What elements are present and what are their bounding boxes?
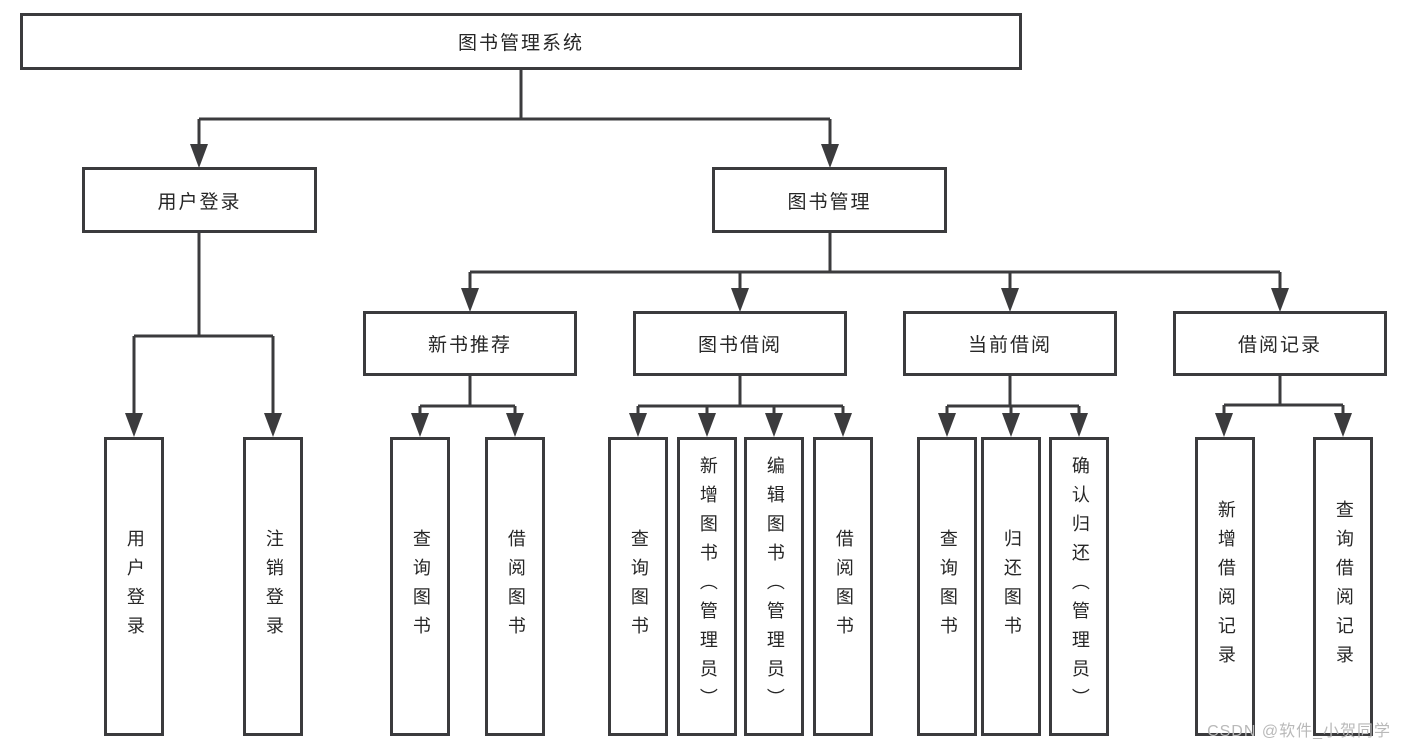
leaf-query-books-borrow: 查询图书: [608, 437, 668, 736]
node-label: 注销登录: [263, 528, 284, 645]
node-label: 图书管理系统: [457, 33, 584, 54]
node-label: 图书管理: [787, 191, 872, 213]
node-label: 查询图书: [937, 528, 958, 645]
node-label: 确认归还（管理员）: [1069, 456, 1090, 717]
node-label: 查询图书: [628, 528, 649, 645]
leaf-query-books-current: 查询图书: [917, 437, 977, 736]
leaf-logout: 注销登录: [243, 437, 303, 736]
node-library-management-system: 图书管理系统: [20, 13, 1022, 70]
node-user-login: 用户登录: [82, 167, 317, 233]
node-label: 借阅图书: [833, 528, 854, 645]
node-label: 借阅记录: [1237, 335, 1322, 356]
node-label: 编辑图书（管理员）: [764, 456, 785, 717]
leaf-borrow-books: 借阅图书: [813, 437, 873, 736]
node-label: 借阅图书: [505, 528, 526, 645]
node-label: 新增图书（管理员）: [697, 456, 718, 717]
leaf-add-book-admin: 新增图书（管理员）: [677, 437, 737, 736]
node-new-book-recommend: 新书推荐: [363, 311, 577, 376]
leaf-query-books-recommend: 查询图书: [390, 437, 450, 736]
leaf-add-borrow-record: 新增借阅记录: [1195, 437, 1255, 736]
leaf-edit-book-admin: 编辑图书（管理员）: [744, 437, 804, 736]
node-book-management: 图书管理: [712, 167, 947, 233]
node-label: 用户登录: [157, 191, 242, 213]
node-label: 查询借阅记录: [1333, 499, 1354, 674]
node-label: 用户登录: [124, 528, 145, 645]
leaf-borrow-books-recommend: 借阅图书: [485, 437, 545, 736]
node-label: 图书借阅: [697, 335, 782, 356]
leaf-query-borrow-record: 查询借阅记录: [1313, 437, 1373, 736]
node-label: 新书推荐: [427, 335, 512, 356]
node-current-borrow: 当前借阅: [903, 311, 1117, 376]
node-label: 当前借阅: [967, 335, 1052, 356]
node-label: 查询图书: [410, 528, 431, 645]
node-borrow-records: 借阅记录: [1173, 311, 1387, 376]
leaf-confirm-return-admin: 确认归还（管理员）: [1049, 437, 1109, 736]
node-label: 归还图书: [1001, 528, 1022, 645]
node-book-borrow: 图书借阅: [633, 311, 847, 376]
leaf-return-book: 归还图书: [981, 437, 1041, 736]
node-label: 新增借阅记录: [1215, 499, 1236, 674]
leaf-user-login: 用户登录: [104, 437, 164, 736]
